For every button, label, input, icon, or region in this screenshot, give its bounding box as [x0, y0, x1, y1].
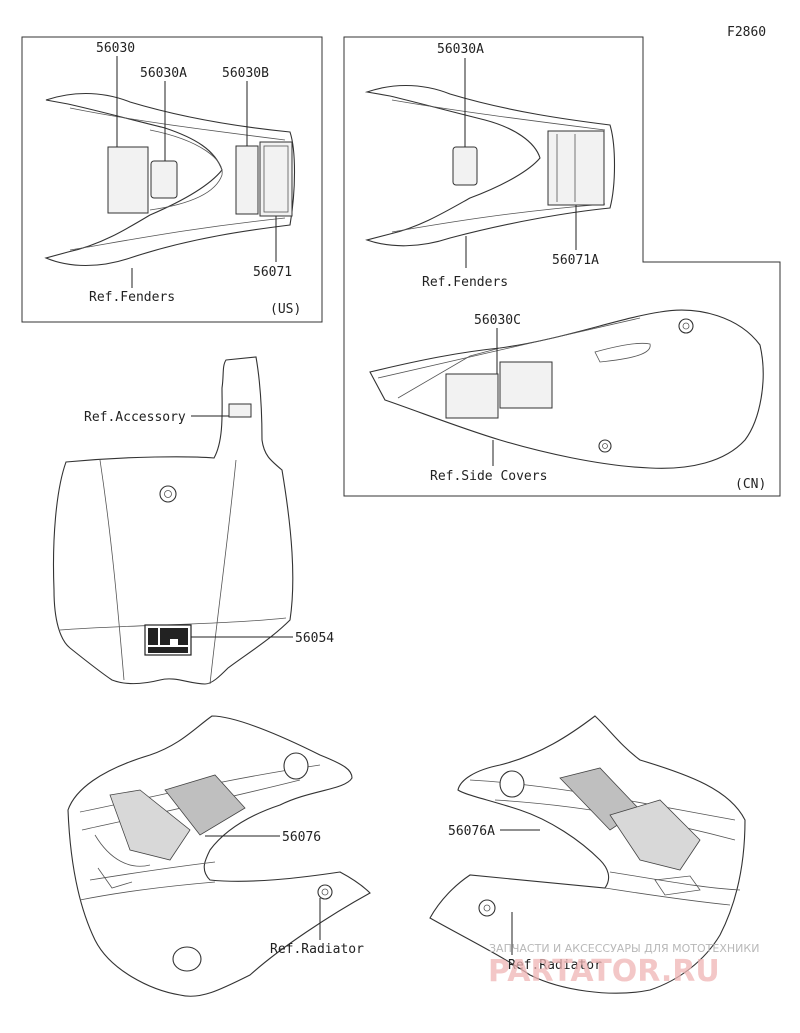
kx-graphic-left — [94, 774, 246, 889]
decal-56071-us — [259, 141, 293, 217]
us-panel-frame — [21, 36, 323, 323]
cn-panel-frame — [343, 36, 781, 497]
label-56071-us: 56071 — [253, 265, 292, 280]
watermark-tagline: ЗАПЧАСТИ И АКСЕССУАРЫ ДЛЯ МОТОТЕХНИКИ — [489, 942, 759, 955]
decal-56071A-cn — [547, 130, 605, 206]
label-56076: 56076 — [282, 830, 321, 845]
decal-56030C-cn-b — [499, 361, 553, 409]
kx-graphic-right — [559, 767, 701, 896]
decal-56030B-us — [235, 145, 259, 215]
cn-fender — [364, 84, 616, 247]
label-56030A-cn: 56030A — [437, 42, 484, 57]
label-56030C-cn: 56030C — [474, 313, 521, 328]
cn-side-cover — [369, 309, 764, 469]
label-ref-fenders-cn: Ref.Fenders — [422, 275, 508, 290]
cn-panel: 56030A 56071A Ref.Fenders 56030C Ref.Sid… — [343, 36, 781, 497]
decal-56030-us — [107, 146, 149, 214]
kawasaki-logo-decal — [144, 624, 192, 656]
label-56030B-us: 56030B — [222, 66, 269, 81]
label-56030-us: 56030 — [96, 41, 135, 56]
label-56071A-cn: 56071A — [552, 253, 599, 268]
us-fender — [44, 92, 296, 267]
label-ref-accessory: Ref.Accessory — [84, 410, 186, 425]
figure-code: F2860 — [727, 25, 766, 40]
decal-56030C-cn-a — [445, 373, 499, 419]
right-radiator-shroud: 56076A Ref.Radiator — [429, 715, 746, 994]
watermark: ЗАПЧАСТИ И АКСЕССУАРЫ ДЛЯ МОТОТЕХНИКИ PA… — [488, 942, 759, 989]
number-plate: Ref.Accessory 56054 — [52, 356, 334, 685]
watermark-logo: PARTATOR.RU — [488, 954, 720, 989]
label-region-cn: (CN) — [735, 477, 766, 492]
accessory-decal — [228, 403, 252, 418]
label-region-us: (US) — [270, 302, 301, 317]
label-56030A-us: 56030A — [140, 66, 187, 81]
decal-56030A-cn — [452, 146, 478, 186]
label-56054: 56054 — [295, 631, 334, 646]
label-ref-side-covers-cn: Ref.Side Covers — [430, 469, 547, 484]
label-ref-fenders-us: Ref.Fenders — [89, 290, 175, 305]
left-radiator-shroud: 56076 Ref.Radiator — [67, 715, 371, 997]
decal-56030A-us — [150, 160, 178, 199]
us-fender-panel: 56030 56030A 56030B 56071 Ref.Fenders (U… — [21, 36, 323, 323]
label-ref-radiator-right: Ref.Radiator — [508, 958, 602, 973]
label-56076A: 56076A — [448, 824, 495, 839]
label-ref-radiator-left: Ref.Radiator — [270, 942, 364, 957]
